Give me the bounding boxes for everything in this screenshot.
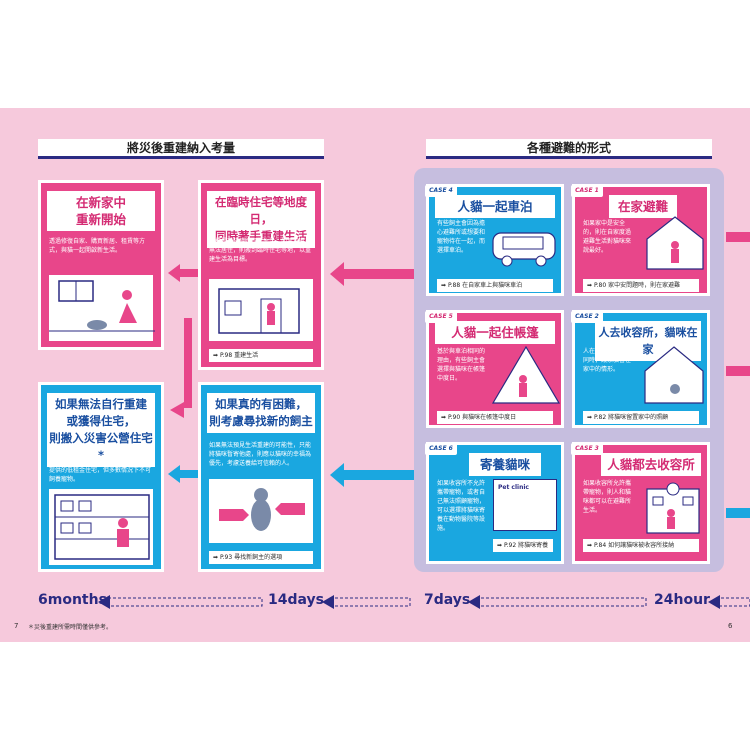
panel-case-tent: CASE 5 人貓一起住帳篷 基於與車泊相同的理由，有些飼主會選擇與貓咪在帳篷中… [425,310,564,428]
illustration-temporary-housing [209,279,313,341]
ref-text: 將貓咪寄養 [518,542,549,549]
panel-body: 如果收容所允許攜帶寵物，則人和貓咪都可以在避難所生活。 [583,480,632,514]
page-reference[interactable]: ➡ P.98 重建生活 [209,349,313,362]
case-badge: CASE 6 [425,443,457,455]
timeline-6months: 6months [38,592,107,608]
illustration-new-home [49,275,155,341]
ref-page: P.98 [219,352,233,359]
panel-title: 人貓一起車泊 [435,195,555,218]
page-reference[interactable]: ➡ P.90 與貓咪在帳篷中度日 [437,411,553,424]
panel-new-home: 在新家中 重新開始 透過修復自家、購買新居、租賃等方式，與貓一起開啟新生活。 [38,180,164,350]
footnote: ＊災後重建所需時間僅供參考。 [28,624,113,631]
ref-text: 將貓咪留置家中的照顧 [608,414,669,421]
pet-clinic-illustration: Pet clinic [493,479,557,531]
panel-body: 如果家中是安全的，則在自家度過避難生活對貓咪來說最好。 [583,220,632,254]
timeline-7days: 7days [424,592,471,608]
ref-page: P.80 [593,282,607,289]
woman-and-cat-icon [49,280,155,332]
ref-page: P.92 [503,542,517,549]
panel-title: 如果無法自行重建 或獲得住宅， 則搬入災害公營住宅* [47,393,155,467]
page-reference[interactable]: ➡ P.88 在自家車上與貓咪車泊 [437,279,553,292]
timeline-arrow [98,595,110,609]
ref-page: P.84 [593,542,607,549]
panel-title: 寄養貓咪 [469,453,541,476]
ref-text: 重建生活 [234,352,259,359]
timeline-segment [475,597,647,607]
panel-title: 在家避難 [609,195,677,218]
panel-body: 人在收容所生活的同時，讓家貓留在家中的情形。 [583,348,632,373]
page-number-right: 6 [728,622,733,630]
panel-body: 如果無法預見生活重建的可能性，只能將貓咪暫寄他處，則應以貓咪的幸福為優先，考慮送… [209,442,312,467]
panel-title: 在新家中 重新開始 [47,191,155,231]
panel-case-shelter-cat-home: CASE 2 人去收容所，貓咪在家 人在收容所生活的同時，讓家貓留在家中的情形。… [571,310,710,428]
timeline-24hour: 24hour [654,592,710,608]
timeline-arrow [468,595,480,609]
house-with-cat-icon [644,346,704,404]
ref-page: P.93 [219,554,233,561]
timeline-segment [715,597,750,607]
panel-body: 如果收容所不允許攜帶寵物，或者自己無法照顧寵物，可以選擇將貓咪寄養在動物醫院等設… [437,480,486,532]
temporary-house-icon [218,288,300,334]
panel-body: 基於與車泊相同的理由，有些飼主會選擇與貓咪在帳篷中度日。 [437,348,486,382]
panel-body: 目標是盡快恢復日常生活，如果自家已無法居住，則搬到臨時住宅等地，以重建生活為目標… [209,238,312,263]
ref-text: 與貓咪在帳篷中度日 [462,414,517,421]
ref-text: 在自家車上與貓咪車泊 [462,282,523,289]
timeline-segment [107,597,263,607]
case-badge: CASE 3 [571,443,603,455]
page-reference[interactable]: ➡ P.93 尋找新飼主的選項 [209,551,313,564]
page-number-left: 7 [14,622,19,630]
apartment-building-icon [54,494,150,560]
panel-case-shelter-together: CASE 3 人貓都去收容所 如果收容所允許攜帶寵物，則人和貓咪都可以在避難所生… [571,442,710,564]
case-badge: CASE 5 [425,311,457,323]
clinic-sign: Pet clinic [498,484,529,491]
illustration-public-housing [49,489,153,565]
page-reference[interactable]: ➡ P.80 家中安問題時，則在家避難 [583,279,699,292]
panel-case-home: CASE 1 在家避難 如果家中是安全的，則在自家度過避難生活對貓咪來說最好。 … [571,184,710,296]
ref-text: 家中安問題時，則在家避難 [608,282,681,289]
panel-body: 透過修復自家、購買新居、租賃等方式，與貓一起開啟新生活。 [49,238,146,254]
ref-page: P.90 [447,414,461,421]
handing-over-cat-icon [219,488,305,531]
page-reference[interactable]: ➡ P.82 將貓咪留置家中的照顧 [583,411,699,424]
panel-title: 在臨時住宅等地度日， 同時著手重建生活 [207,191,315,248]
case-badge: CASE 2 [571,311,603,323]
case-badge: CASE 4 [425,185,457,197]
ref-page: P.82 [593,414,607,421]
timeline-segment [329,597,411,607]
ref-page: P.88 [447,282,461,289]
timeline-arrow [708,595,720,609]
panel-title: 如果真的有困難， 則考慮尋找新的飼主 [207,393,315,433]
page-reference[interactable]: ➡ P.84 如何讓貓咪被收容所接納 [583,539,699,552]
ref-text: 尋找新飼主的選項 [234,554,283,561]
timeline-14days: 14days [268,592,324,608]
right-section-header: 各種避難的形式 [426,139,712,159]
panel-case-foster: CASE 6 寄養貓咪 如果收容所不允許攜帶寵物，或者自己無法照顧寵物，可以選擇… [425,442,564,564]
panel-public-housing: 如果無法自行重建 或獲得住宅， 則搬入災害公營住宅* 災害公營住宅（復興住宅）是… [38,382,164,572]
timeline-arrow [322,595,334,609]
car-icon [492,232,556,267]
tent-icon [491,345,561,404]
page-reference[interactable]: ➡ P.92 將貓咪寄養 [493,539,553,552]
panel-case-car: CASE 4 人貓一起車泊 有些飼主會因為擔心避難所或想要和寵物待在一起，而選擇… [425,184,564,296]
illustration-new-owner [209,479,313,543]
panel-title: 人貓都去收容所 [601,453,701,476]
panel-new-owner: 如果真的有困難， 則考慮尋找新的飼主 如果無法預見生活重建的可能性，只能將貓咪暫… [198,382,324,572]
panel-body: 有些飼主會因為擔心避難所或想要和寵物待在一起，而選擇車泊。 [437,220,486,254]
timeline-bar [98,595,750,609]
house-icon [646,216,704,270]
panel-title: 人貓一起住帳篷 [435,321,555,344]
panel-temporary-housing: 在臨時住宅等地度日， 同時著手重建生活 目標是盡快恢復日常生活，如果自家已無法居… [198,180,324,370]
ref-text: 如何讓貓咪被收容所接納 [608,542,675,549]
panel-body: 災害公營住宅（復興住宅）是為受災戶提供的低租金住宅，但多數情況下不可飼養寵物。 [49,458,152,483]
left-section-header: 將災後重建納入考量 [38,139,324,159]
shelter-building-icon [646,482,700,534]
case-badge: CASE 1 [571,185,603,197]
